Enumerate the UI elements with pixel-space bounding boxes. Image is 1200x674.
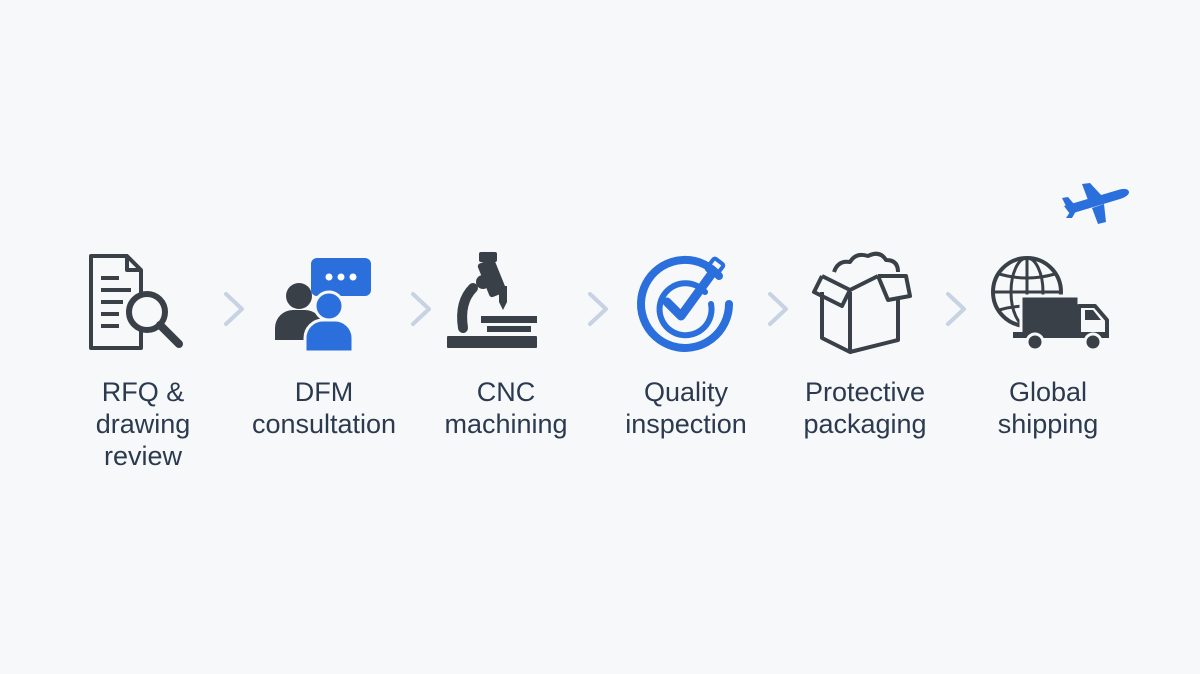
step-label-dfm: DFM consultation xyxy=(251,377,397,439)
document-search-icon xyxy=(83,248,213,358)
chevron-right-icon xyxy=(222,290,246,328)
step-label-packaging: Protective packaging xyxy=(803,377,927,439)
chevron-right-icon xyxy=(766,290,790,328)
step-label-cnc: CNC machining xyxy=(444,377,568,439)
chevron-right-icon xyxy=(586,290,610,328)
chevron-right-icon xyxy=(944,290,968,328)
checkmark-circle-icon xyxy=(621,248,751,358)
airplane-icon xyxy=(1058,180,1132,226)
step-label-shipping: Global shipping xyxy=(997,377,1099,439)
people-chat-icon xyxy=(261,248,391,358)
step-label-quality: Quality inspection xyxy=(625,377,747,439)
box-icon xyxy=(800,248,930,358)
globe-truck-icon xyxy=(985,248,1115,358)
step-label-rfq: RFQ & drawing review xyxy=(95,377,191,471)
microscope-machine-icon xyxy=(443,248,573,358)
chevron-right-icon xyxy=(409,290,433,328)
